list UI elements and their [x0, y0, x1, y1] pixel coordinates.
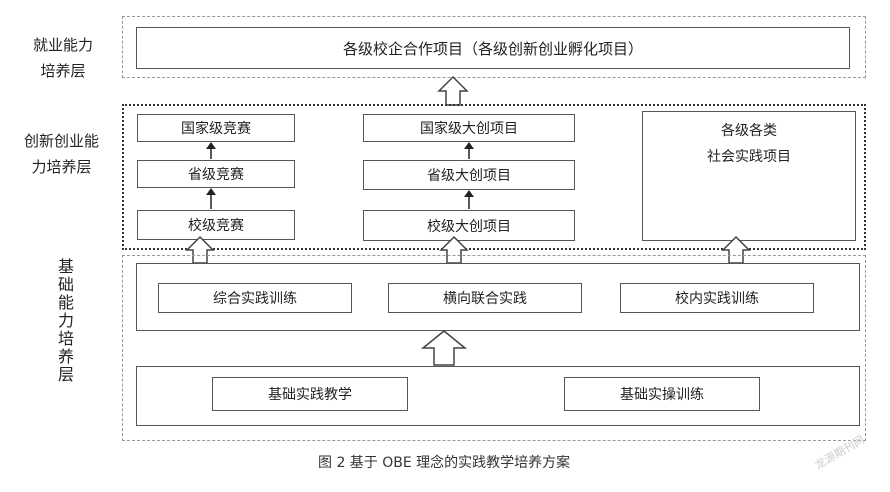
national-innovation-project-box: 国家级大创项目 [363, 114, 575, 142]
up-small-arrow-icon [206, 142, 216, 159]
basic-layer-label: 基础能力培养层 [55, 258, 74, 384]
on-campus-practice-box: 校内实践训练 [620, 283, 814, 313]
horizontal-joint-practice-box: 横向联合实践 [388, 283, 582, 313]
provincial-competition-box: 省级竞赛 [137, 160, 295, 188]
up-arrow-icon [420, 330, 468, 366]
school-enterprise-project-box: 各级校企合作项目（各级创新创业孵化项目） [136, 27, 850, 69]
up-small-arrow-icon [464, 142, 474, 159]
comprehensive-practice-box: 综合实践训练 [158, 283, 352, 313]
basic-layer-frame [122, 255, 866, 441]
innovation-layer-label-line1: 创新创业能 [23, 132, 99, 150]
basic-operation-training-box: 基础实操训练 [564, 377, 760, 411]
employment-layer-label: 就业能力 培养层 [8, 32, 118, 84]
up-small-arrow-icon [464, 190, 474, 209]
basic-practice-teaching-box: 基础实践教学 [212, 377, 408, 411]
employment-layer-label-line2: 培养层 [40, 62, 86, 80]
school-competition-box: 校级竞赛 [137, 210, 295, 240]
social-practice-line2: 社会实践项目 [707, 149, 791, 165]
innovation-layer-label: 创新创业能 力培养层 [4, 128, 119, 180]
national-competition-box: 国家级竞赛 [137, 114, 295, 142]
school-innovation-project-box: 校级大创项目 [363, 210, 575, 241]
employment-layer-frame [122, 16, 866, 78]
employment-layer-label-line1: 就业能力 [32, 36, 93, 54]
provincial-innovation-project-box: 省级大创项目 [363, 160, 575, 190]
social-practice-line1: 各级各类 [721, 123, 777, 139]
up-small-arrow-icon [206, 188, 216, 209]
social-practice-box: 各级各类 社会实践项目 [642, 111, 856, 241]
innovation-layer-frame [122, 104, 866, 250]
innovation-layer-label-line2: 力培养层 [31, 158, 92, 176]
figure-caption: 图 2 基于 OBE 理念的实践教学培养方案 [318, 455, 571, 471]
up-arrow-icon [437, 75, 469, 106]
